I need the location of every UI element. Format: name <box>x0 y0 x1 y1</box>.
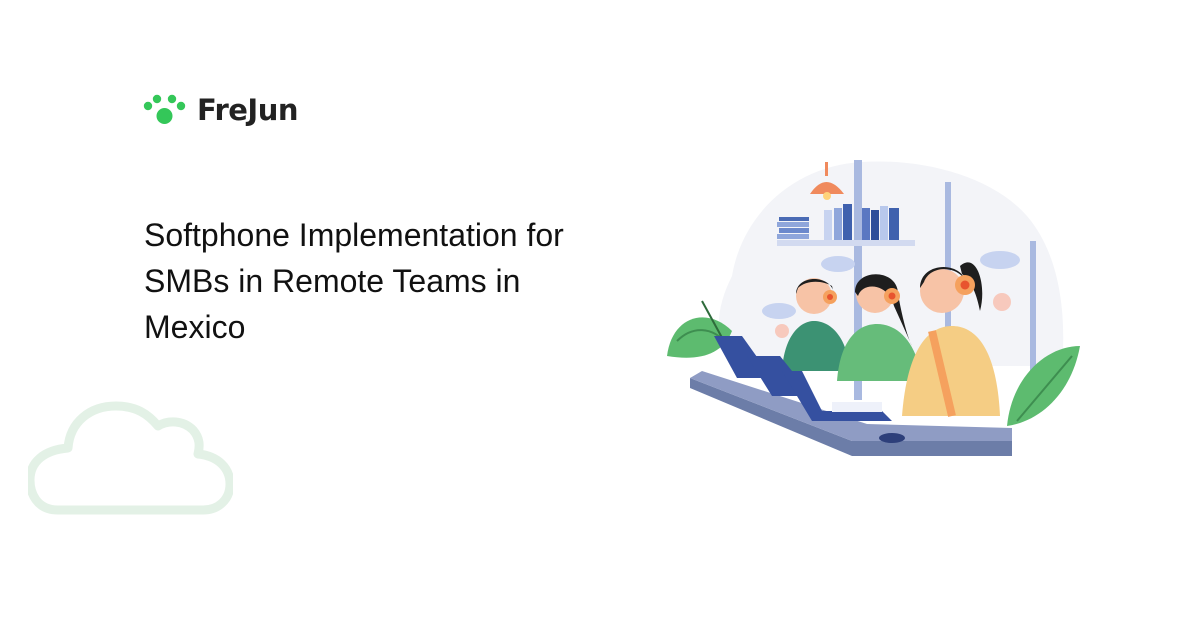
cloud-outline-icon <box>25 400 235 520</box>
page-title: Softphone Implementation for SMBs in Rem… <box>144 217 564 345</box>
call-center-agents-with-headsets-illustration <box>662 156 1087 471</box>
brand-logo: FreJun <box>143 93 299 127</box>
paw-print-icon <box>143 94 189 126</box>
brand-name: FreJun <box>197 93 299 127</box>
